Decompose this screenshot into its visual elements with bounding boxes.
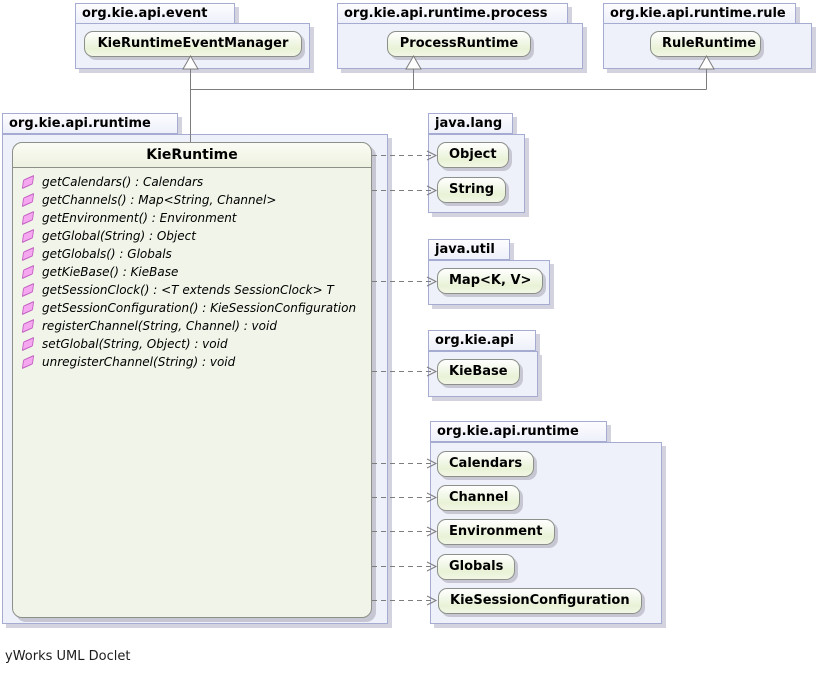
class-kiebase[interactable]: KieBase [437,359,520,385]
method-icon [21,336,35,352]
method-icon [21,210,35,226]
package-tab-process: org.kie.api.runtime.process [337,3,568,24]
package-tab-runtime-right: org.kie.api.runtime [430,421,607,442]
method-row[interactable]: getSessionConfiguration() : KieSessionCo… [20,299,369,317]
class-calendars[interactable]: Calendars [437,451,535,477]
method-row[interactable]: getGlobals() : Globals [20,245,369,263]
package-tab-event: org.kie.api.event [75,3,235,24]
class-string[interactable]: String [437,177,507,203]
class-map[interactable]: Map<K, V> [437,268,544,294]
class-kieruntimeeventmanager[interactable]: KieRuntimeEventManager [84,31,302,57]
method-row[interactable]: getCalendars() : Calendars [20,173,369,191]
method-row[interactable]: getGlobal(String) : Object [20,227,369,245]
method-list: getCalendars() : Calendars getChannels()… [13,168,371,371]
method-row[interactable]: unregisterChannel(String) : void [20,353,369,371]
method-icon [21,192,35,208]
method-icon [21,174,35,190]
method-row[interactable]: getChannels() : Map<String, Channel> [20,191,369,209]
class-kiesessionconfiguration[interactable]: KieSessionConfiguration [438,588,642,614]
class-processruntime[interactable]: ProcessRuntime [387,31,531,57]
package-tab-rule: org.kie.api.runtime.rule [603,3,796,24]
method-icon [21,264,35,280]
method-icon [21,282,35,298]
method-row[interactable]: getKieBase() : KieBase [20,263,369,281]
class-object[interactable]: Object [437,142,509,168]
method-icon [21,228,35,244]
method-icon [21,354,35,370]
doclet-credit: yWorks UML Doclet [5,649,131,664]
method-icon [21,246,35,262]
class-globals[interactable]: Globals [437,554,516,580]
package-tab-runtime-left: org.kie.api.runtime [2,113,178,134]
package-tab-java-lang: java.lang [428,113,513,134]
package-tab-java-util: java.util [428,239,510,260]
method-icon [21,318,35,334]
interface-kieruntime-box[interactable]: KieRuntime getCalendars() : Calendars ge… [12,142,372,618]
method-row[interactable]: getSessionClock() : <T extends SessionCl… [20,281,369,299]
method-icon [21,300,35,316]
interface-title: KieRuntime [13,143,371,168]
class-environment[interactable]: Environment [437,519,555,545]
method-row[interactable]: setGlobal(String, Object) : void [20,335,369,353]
class-ruleruntime[interactable]: RuleRuntime [650,31,761,57]
method-row[interactable]: registerChannel(String, Channel) : void [20,317,369,335]
class-channel[interactable]: Channel [437,485,521,511]
method-row[interactable]: getEnvironment() : Environment [20,209,369,227]
package-tab-org-kie-api: org.kie.api [428,330,536,351]
